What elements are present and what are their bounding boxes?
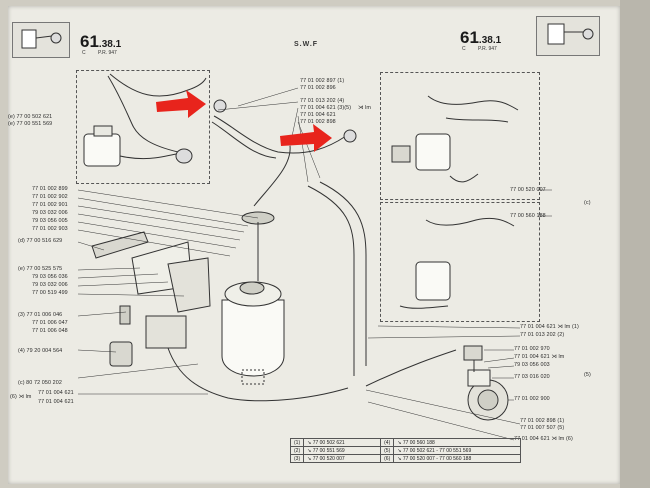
callout-right: 77 01 004 621 ⋊ lm: [514, 354, 565, 360]
callout-right: 77 01 007 507 (5): [520, 425, 565, 431]
callout-top: 77 01 004 621: [300, 112, 336, 118]
callout-right: 77 01 002 900: [514, 396, 550, 402]
table-row: (2) ↘ 77 00 551 569 (5) ↘ 77 00 502 621 …: [289, 446, 522, 455]
header-right-letter: C: [462, 46, 466, 52]
callout-left: 77 01 004 621: [38, 390, 74, 396]
callout-left: 77 01 002 903: [32, 226, 68, 232]
table-cell: ↘ 77 00 520 007 - 77 00 560 188: [393, 454, 522, 463]
callout-top: 77 01 013 202 (4): [300, 98, 345, 104]
callout-top: 77 01 002 898: [300, 119, 336, 125]
inset-box-right-bottom: [380, 202, 540, 322]
callout-top: ⋊ lm: [358, 105, 371, 111]
callout-left: 79 03 056 036: [32, 274, 68, 280]
callout-right: 77 03 016 020: [514, 374, 550, 380]
callout-left: (d) 77 00 516 629: [18, 238, 63, 244]
table-cell: ↘ 77 00 502 621 - 77 00 551 569: [393, 446, 522, 455]
table-cell: (6): [380, 454, 395, 463]
callout-left: 77 01 002 902: [32, 194, 68, 200]
callout-left: (e) 77 00 502 621: [8, 114, 53, 120]
callout-left: 77 01 004 621: [38, 399, 74, 405]
callout-left: (6) ⋊ lm: [10, 394, 32, 400]
inset-box-right-top: [380, 72, 540, 200]
exploded-diagram: [21, 23, 594, 441]
callout-left: (c) 80 72 050 202: [18, 380, 62, 386]
callout-top: 77 01 004 621 (3)(5): [300, 105, 352, 111]
callout-left: 77 01 006 048: [32, 328, 68, 334]
callout-left: 79 03 032 006: [32, 210, 68, 216]
callout-right: 77 01 004 621 ⋊ lm (1): [520, 324, 579, 330]
table-cell: (5): [380, 446, 395, 455]
callout-top: 77 01 002 897 (1): [300, 78, 345, 84]
catalog-page: 61.38.1 C P.R. 947 S.W.F 61.38.1 C P.R. …: [8, 6, 620, 484]
callout-right: 77 01 004 621 ⋊ lm (6): [514, 436, 573, 442]
callout-right: (5): [584, 372, 591, 378]
header-right-ref: P.R. 947: [478, 46, 497, 52]
callout-left: (4) 79 20 004 564: [18, 348, 63, 354]
callout-left: 77 01 002 899: [32, 186, 68, 192]
callout-left: (3) 77 01 006 046: [18, 312, 63, 318]
callout-right: 77 00 520 007: [510, 187, 546, 193]
table-cell: ↘ 77 00 551 569: [303, 446, 382, 455]
table-cell: (4): [380, 438, 395, 447]
callout-left: (e) 77 00 551 569: [8, 121, 53, 127]
callout-left: 77 01 006 047: [32, 320, 68, 326]
table-cell: ↘ 77 00 502 621: [303, 438, 382, 447]
header-left-number: 61.38.1: [80, 32, 122, 51]
binder-spine: [620, 0, 650, 488]
header-left-letter: C: [82, 50, 86, 56]
header-left-ref: P.R. 947: [98, 50, 117, 56]
table-cell: (1): [289, 438, 305, 447]
callout-left: 79 03 056 005: [32, 218, 68, 224]
callout-left: 77 00 519 499: [32, 290, 68, 296]
variant-table: (1) ↘ 77 00 502 621 (4) ↘ 77 00 560 188 …: [289, 438, 522, 463]
callout-right: (c): [584, 200, 591, 206]
table-row: (3) ↘ 77 00 520 007 (6) ↘ 77 00 520 007 …: [289, 454, 522, 463]
page-title: S.W.F: [294, 41, 319, 48]
table-cell: (3): [289, 454, 305, 463]
table-cell: ↘ 77 00 520 007: [303, 454, 382, 463]
callout-left: (e) 77 00 525 575: [18, 266, 63, 272]
inset-box-left: [76, 70, 210, 184]
callout-right: 77 01 002 898 (1): [520, 418, 565, 424]
callout-left: 79 03 032 006: [32, 282, 68, 288]
callout-right: 77 00 560 188: [510, 213, 546, 219]
callout-right: 77 01 002 970: [514, 346, 550, 352]
callout-top: 77 01 002 896: [300, 85, 336, 91]
callout-left: 77 01 002 901: [32, 202, 68, 208]
table-cell: ↘ 77 00 560 188: [393, 438, 522, 447]
table-cell: (2): [289, 446, 305, 455]
table-row: (1) ↘ 77 00 502 621 (4) ↘ 77 00 560 188: [289, 438, 522, 447]
callout-right: 79 03 056 003: [514, 362, 550, 368]
header-right-number: 61.38.1: [460, 28, 502, 47]
red-arrows: [156, 90, 332, 152]
callout-right: 77 01 013 202 (2): [520, 332, 565, 338]
